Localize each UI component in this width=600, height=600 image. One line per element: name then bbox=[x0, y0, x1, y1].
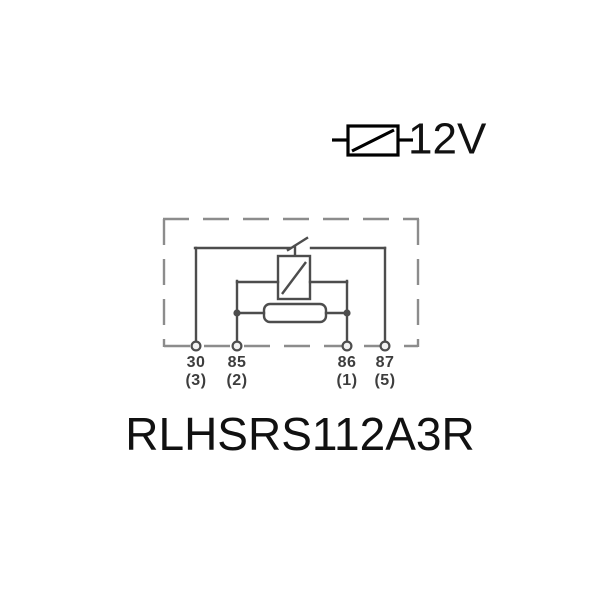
junction-dot-pin85 bbox=[233, 309, 241, 317]
terminal-pin-85 bbox=[231, 340, 243, 352]
relay-coil-diagonal-icon bbox=[281, 261, 307, 295]
legend-voltage-label: 12V bbox=[408, 115, 487, 164]
terminal-pin-87 bbox=[379, 340, 391, 352]
contact-circuit bbox=[193, 236, 387, 348]
pin-label-number-1: 85 bbox=[228, 354, 247, 371]
terminal-group bbox=[190, 340, 391, 352]
pin-label-number-2: 86 bbox=[338, 354, 357, 371]
pin-label-alt-3: (5) bbox=[374, 372, 395, 389]
coil-circuit bbox=[235, 254, 349, 348]
pin-label-alt-2: (1) bbox=[336, 372, 357, 389]
relay-enclosure-outline bbox=[162, 217, 420, 348]
legend-group: 12V bbox=[332, 115, 487, 164]
terminal-pin-86 bbox=[341, 340, 353, 352]
legend-coil-diagonal-icon bbox=[351, 128, 395, 153]
coil-resistor-symbol bbox=[262, 302, 328, 324]
pin-labels-group: 30 (3) 85 (2) 86 (1) 87 (5) bbox=[185, 354, 395, 389]
junction-dot-pin86 bbox=[343, 309, 351, 317]
part-number-label: RLHSRS112A3R bbox=[125, 408, 474, 460]
pin-label-alt-0: (3) bbox=[185, 372, 206, 389]
pin-label-number-0: 30 bbox=[187, 354, 206, 371]
pin-label-alt-1: (2) bbox=[226, 372, 247, 389]
pin-label-number-3: 87 bbox=[376, 354, 395, 371]
switch-blade bbox=[286, 236, 309, 252]
terminal-pin-30 bbox=[190, 340, 202, 352]
resistor-circuit bbox=[233, 302, 351, 324]
